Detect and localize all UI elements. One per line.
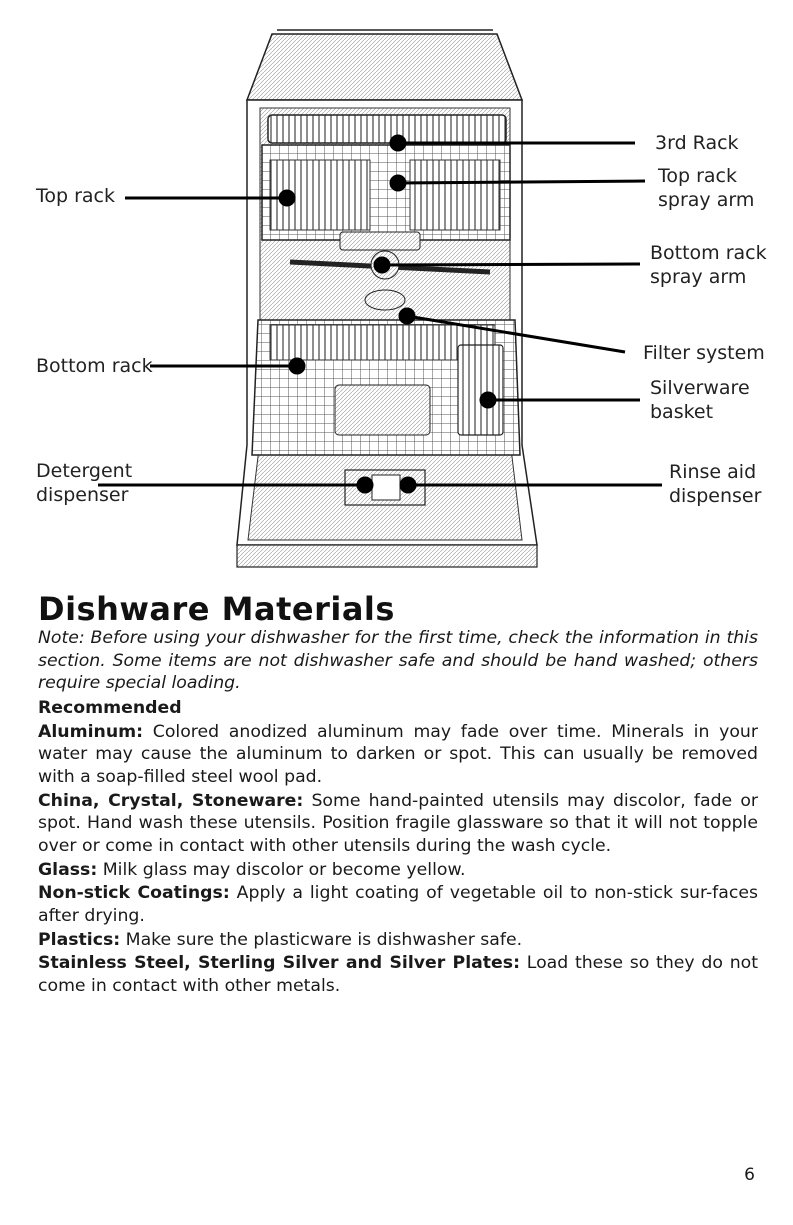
item-plastics: Plastics: Make sure the plasticware is d… [38, 929, 758, 952]
item-term: Aluminum: [38, 721, 144, 742]
item-text: Load these so they do not come in contac… [38, 953, 758, 997]
item-aluminum: Aluminum: Colored anodized aluminum may … [38, 721, 758, 789]
item-term: Glass: [38, 859, 98, 880]
dishwasher-illustration [98, 29, 662, 568]
section-heading: Dishware Materials [38, 590, 395, 628]
item-term: China, Crystal, Stoneware: [38, 790, 304, 811]
item-term: Plastics: [38, 929, 121, 950]
item-non-stick-coatings: Non-stick Coatings: Apply a light coatin… [38, 882, 758, 927]
note-paragraph: Note: Before using your dishwasher for t… [38, 628, 758, 694]
label-filter-system: Filter system [643, 342, 765, 364]
label-bottom-rack: Bottom rack [36, 355, 153, 377]
item-term: Non-stick Coatings: [38, 883, 230, 904]
page-number: 6 [744, 1165, 755, 1185]
item-china-crystal-stoneware: China, Crystal, Stoneware: Some hand-pai… [38, 790, 758, 858]
section-body: Note: Before using your dishwasher for t… [38, 627, 758, 999]
item-stainless-steel: Stainless Steel, Sterling Silver and Sil… [38, 952, 758, 997]
item-text: Make sure the plasticware is dishwasher … [120, 929, 523, 950]
label-top-rack: Top rack [36, 185, 116, 207]
item-text: Some hand-painted utensils may discolor,… [38, 790, 758, 856]
label-3rd-rack: 3rd Rack [655, 132, 739, 154]
item-text: Colored anodized aluminum may fade over … [38, 721, 758, 787]
item-term: Stainless Steel, Sterling Silver and Sil… [38, 953, 520, 974]
item-text: Apply a light coating of vegetable oil t… [38, 883, 758, 926]
item-text: Milk glass may discolor or become yellow… [97, 859, 466, 880]
item-glass: Glass: Milk glass may discolor or become… [38, 859, 758, 882]
recommended-subheading: Recommended [38, 697, 182, 718]
